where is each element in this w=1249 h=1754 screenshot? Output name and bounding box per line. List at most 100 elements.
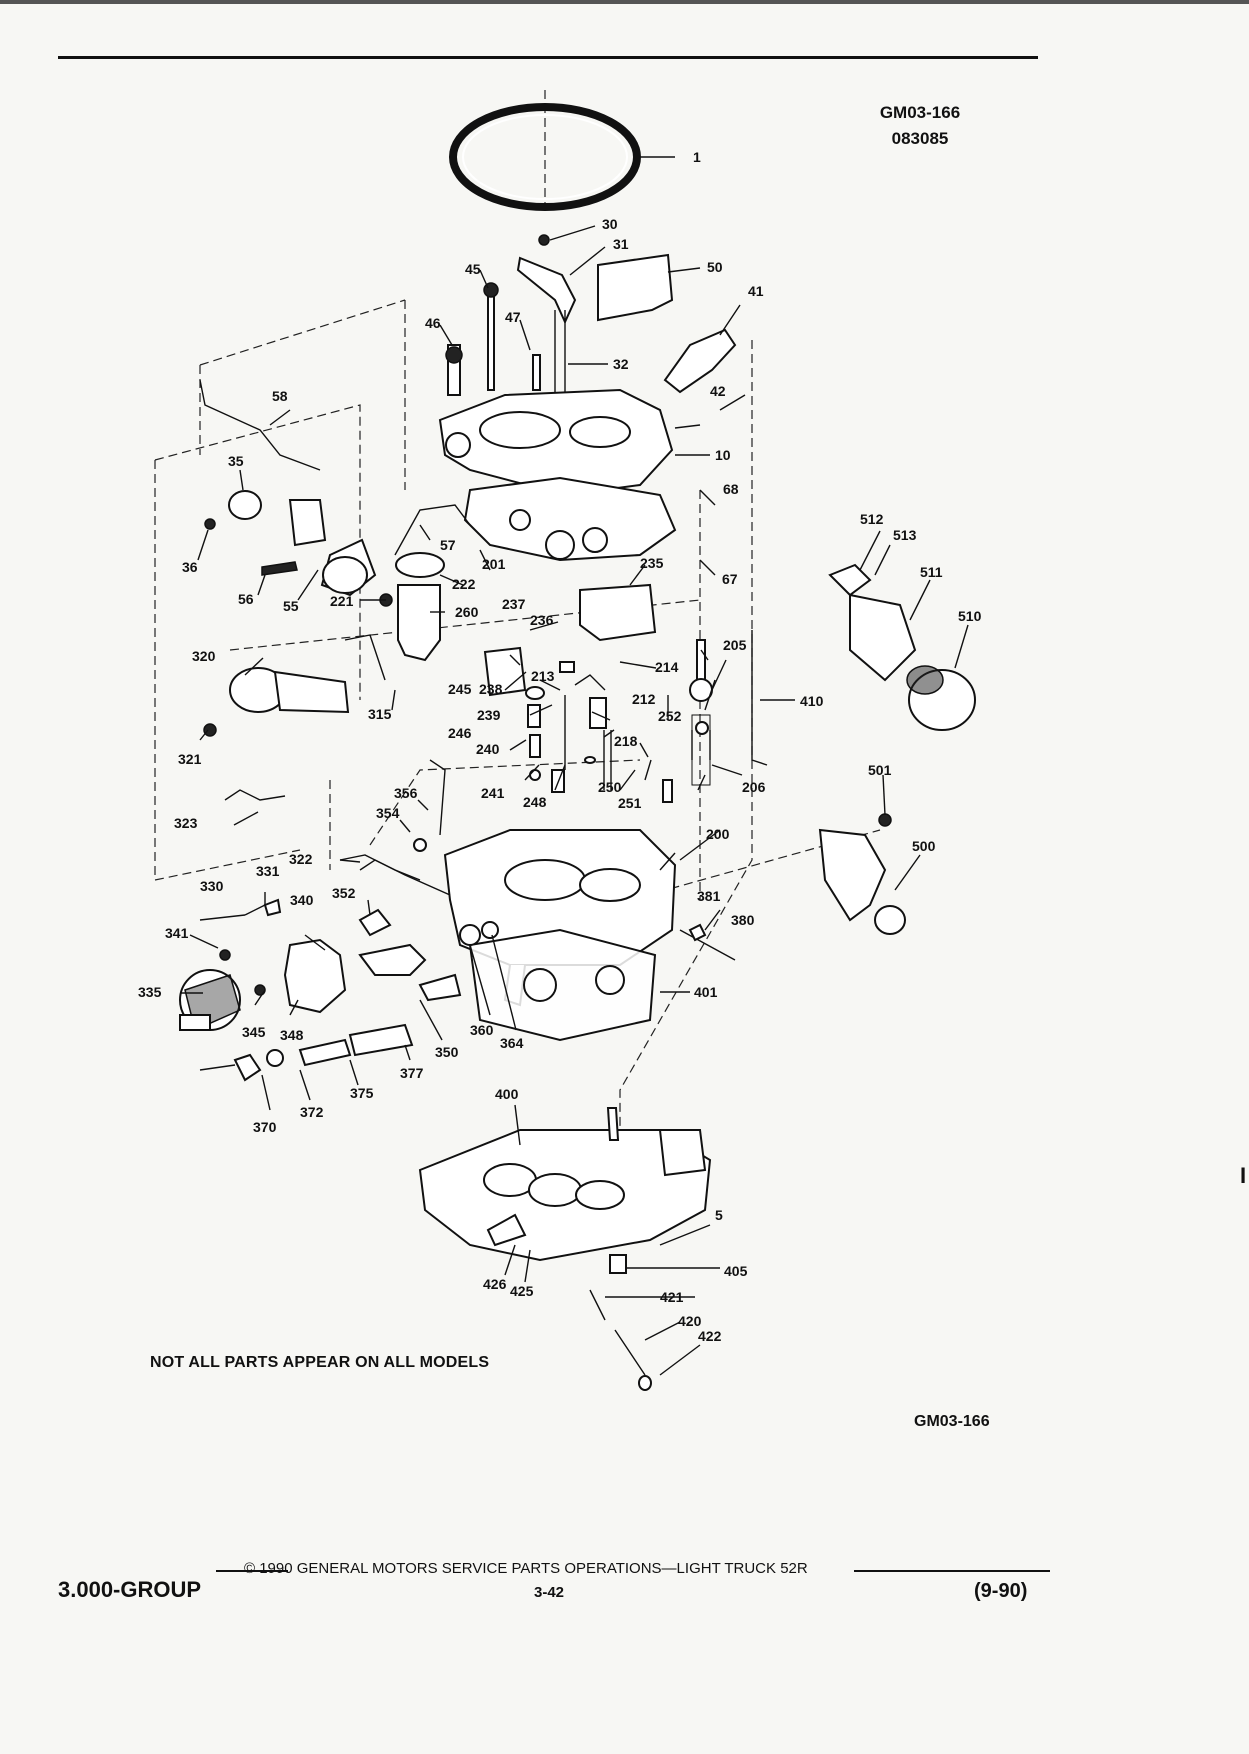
date-code: (9-90) <box>974 1580 1028 1602</box>
label-370: 370 <box>253 1119 277 1135</box>
idle-stop-solenoid <box>818 813 906 935</box>
label-511: 511 <box>920 564 943 580</box>
label-322: 322 <box>289 851 313 867</box>
label-330: 330 <box>200 878 224 894</box>
label-352: 352 <box>332 885 356 901</box>
label-425: 425 <box>510 1283 534 1299</box>
label-377: 377 <box>400 1065 424 1081</box>
accelerator-pump <box>199 1023 414 1082</box>
label-422: 422 <box>698 1328 722 1344</box>
label-45: 45 <box>465 261 481 277</box>
label-315: 315 <box>368 706 392 722</box>
label-58: 58 <box>272 388 288 404</box>
copyright-line: © 1990 GENERAL MOTORS SERVICE PARTS OPER… <box>244 1560 808 1577</box>
label-36: 36 <box>182 559 198 575</box>
label-212: 212 <box>632 691 656 707</box>
label-513: 513 <box>893 527 917 543</box>
figure-id-bottom: GM03-166 <box>914 1413 990 1430</box>
footer-rule <box>58 1570 1050 1572</box>
label-251: 251 <box>618 795 642 811</box>
label-57: 57 <box>440 537 456 553</box>
label-252: 252 <box>658 708 682 724</box>
label-236: 236 <box>530 612 554 628</box>
leader-lines <box>180 156 969 1376</box>
label-512: 512 <box>860 511 884 527</box>
label-341: 341 <box>165 925 189 941</box>
label-421: 421 <box>660 1289 684 1305</box>
label-246: 246 <box>448 725 472 741</box>
choke-pulloff-parts <box>199 379 471 681</box>
label-320: 320 <box>192 648 216 664</box>
label-50: 50 <box>707 259 723 275</box>
label-500: 500 <box>912 838 936 854</box>
label-250: 250 <box>598 779 622 795</box>
label-410: 410 <box>800 693 824 709</box>
label-238: 238 <box>479 681 503 697</box>
label-240: 240 <box>476 741 500 757</box>
label-201: 201 <box>482 556 506 572</box>
label-245: 245 <box>448 681 472 697</box>
label-426: 426 <box>483 1276 507 1292</box>
label-348: 348 <box>280 1027 304 1043</box>
label-364: 364 <box>500 1035 524 1051</box>
label-239: 239 <box>477 707 501 723</box>
label-214: 214 <box>655 659 679 675</box>
label-241: 241 <box>481 785 505 801</box>
label-354: 354 <box>376 805 400 821</box>
throttle-body <box>418 1107 712 1391</box>
label-218: 218 <box>614 733 638 749</box>
linkage-parts <box>199 854 499 1014</box>
label-1: 1 <box>693 149 701 165</box>
label-335: 335 <box>138 984 162 1000</box>
label-372: 372 <box>300 1104 324 1120</box>
label-222: 222 <box>452 576 476 592</box>
label-381: 381 <box>697 888 721 904</box>
label-205: 205 <box>723 637 747 653</box>
label-420: 420 <box>678 1313 702 1329</box>
label-10: 10 <box>715 447 731 463</box>
label-56: 56 <box>238 591 254 607</box>
vacuum-break <box>203 667 350 801</box>
label-340: 340 <box>290 892 314 908</box>
label-360: 360 <box>470 1022 494 1038</box>
air-horn-gasket <box>463 476 677 562</box>
top-edge-rule <box>0 0 1249 4</box>
label-237: 237 <box>502 596 526 612</box>
label-67: 67 <box>722 571 738 587</box>
label-42: 42 <box>710 383 726 399</box>
label-260: 260 <box>455 604 479 620</box>
header-rule <box>58 56 1038 59</box>
label-30: 30 <box>602 216 618 232</box>
choke-housing <box>179 969 266 1032</box>
group-number: 3.000-GROUP <box>58 1577 202 1602</box>
assembly-guide-lines <box>154 90 881 1150</box>
label-221: 221 <box>330 593 354 609</box>
label-323: 323 <box>174 815 198 831</box>
label-200: 200 <box>706 826 730 842</box>
label-375: 375 <box>350 1085 374 1101</box>
label-321: 321 <box>178 751 202 767</box>
label-405: 405 <box>724 1263 748 1279</box>
label-47: 47 <box>505 309 521 325</box>
label-32: 32 <box>613 356 629 372</box>
gasket-ring <box>449 103 641 211</box>
label-510: 510 <box>958 608 982 624</box>
label-501: 501 <box>868 762 892 778</box>
page-number: 3-42 <box>534 1584 565 1601</box>
label-31: 31 <box>613 236 629 252</box>
label-213: 213 <box>531 668 555 684</box>
air-horn-parts <box>445 234 737 429</box>
label-235: 235 <box>640 555 664 571</box>
throttle-gasket <box>468 928 657 1042</box>
label-380: 380 <box>731 912 755 928</box>
label-35: 35 <box>228 453 244 469</box>
float-bowl-internals <box>413 583 768 852</box>
part-labels: 1 30 31 50 41 45 47 46 32 42 10 58 35 68… <box>138 149 982 1344</box>
label-248: 248 <box>523 794 547 810</box>
label-345: 345 <box>242 1024 266 1040</box>
label-55: 55 <box>283 598 299 614</box>
models-note: NOT ALL PARTS APPEAR ON ALL MODELS <box>150 1354 490 1371</box>
choke-thermostat <box>828 563 976 731</box>
label-206: 206 <box>742 779 766 795</box>
